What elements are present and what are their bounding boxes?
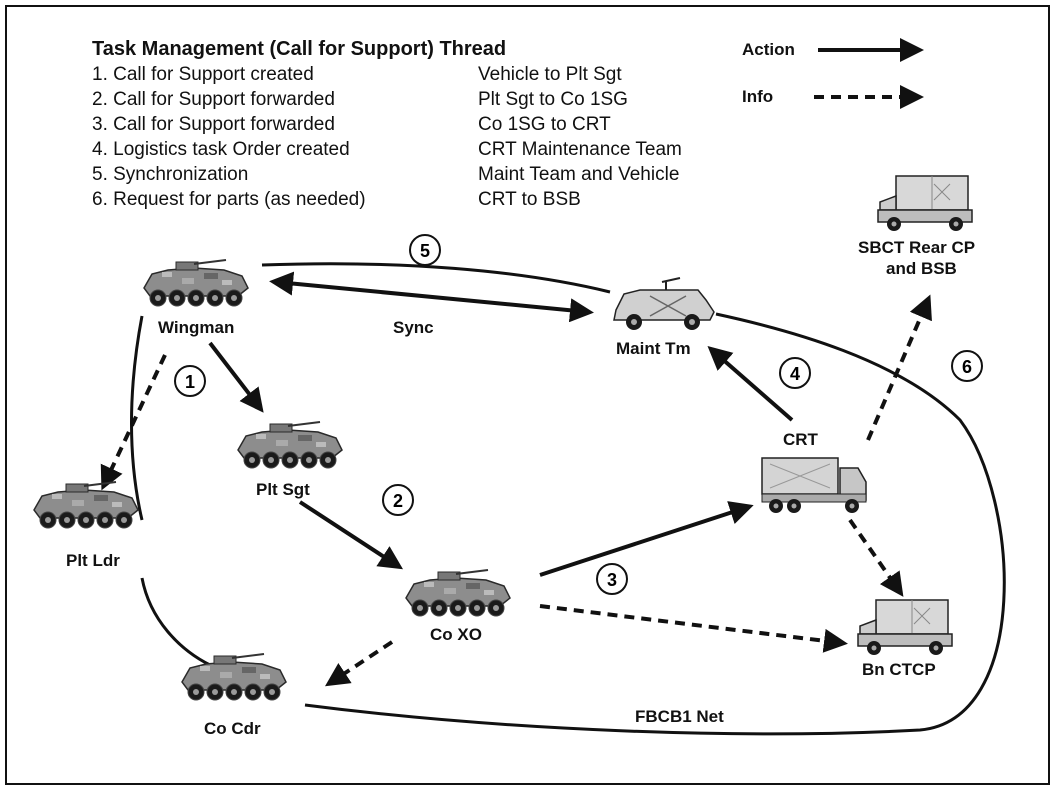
step-3-text: 3. Call for Support forwarded (92, 114, 335, 135)
diagram-canvas: 1 2 3 4 5 6 (33, 38, 1006, 736)
step-5-text: 5. Synchronization (92, 164, 249, 185)
info-arrow-wingman-plt-ldr (100, 354, 167, 491)
step-1-text: 1. Call for Support created (92, 64, 314, 85)
node-label-wingman: Wingman (158, 318, 235, 337)
sync-arrow (269, 271, 594, 323)
sbct-rear-cp-vehicle-icon (877, 175, 973, 232)
action-arrow-plt-sgt-co-xo (298, 500, 404, 570)
node-label-sbct-line1: SBCT Rear CP (858, 238, 976, 257)
svg-text:4: 4 (790, 364, 800, 384)
step-6-route: CRT to BSB (478, 189, 581, 210)
svg-text:2: 2 (393, 491, 403, 511)
node-label-plt-ldr: Plt Ldr (66, 551, 120, 570)
plt-sgt-vehicle-icon (237, 421, 343, 469)
step-4-route: CRT Maintenance Team (478, 139, 682, 160)
node-label-co-xo: Co XO (430, 625, 482, 644)
net-link-plt-ldr-co-cdr (140, 577, 211, 667)
step-marker-1: 1 (174, 365, 206, 397)
svg-text:3: 3 (607, 570, 617, 590)
co-cdr-vehicle-icon (181, 653, 287, 701)
diagram-frame (5, 5, 1050, 785)
info-arrow-co-xo-bn-ctcp (539, 604, 848, 653)
step-marker-2: 2 (382, 484, 414, 516)
maint-tm-vehicle-icon (613, 277, 715, 330)
action-arrow-crt-maint (707, 346, 794, 422)
svg-text:6: 6 (962, 357, 972, 377)
step-marker-4: 4 (779, 357, 811, 389)
diagram-title: Task Management (Call for Support) Threa… (92, 38, 507, 60)
net-link-co-cdr-maint (304, 312, 1006, 736)
net-label: FBCB1 Net (635, 707, 724, 726)
legend-action-label: Action (742, 40, 795, 59)
info-arrow-crt-sbct (866, 294, 932, 441)
node-label-co-cdr: Co Cdr (204, 719, 261, 738)
step-marker-3: 3 (596, 563, 628, 595)
step-3-route: Co 1SG to CRT (478, 114, 611, 135)
node-label-maint-tm: Maint Tm (616, 339, 691, 358)
step-4-text: 4. Logistics task Order created (92, 139, 350, 160)
crt-truck-icon (761, 457, 867, 513)
node-label-plt-sgt: Plt Sgt (256, 480, 310, 499)
step-marker-5: 5 (409, 234, 441, 266)
svg-text:1: 1 (185, 372, 195, 392)
step-2-route: Plt Sgt to Co 1SG (478, 89, 628, 110)
plt-ldr-vehicle-icon (33, 481, 139, 529)
node-label-bn-ctcp: Bn CTCP (862, 660, 936, 679)
net-link-wingman-maint (261, 262, 611, 294)
step-marker-6: 6 (951, 350, 983, 382)
wingman-vehicle-icon (143, 259, 249, 307)
step-6-text: 6. Request for parts (as needed) (92, 189, 366, 210)
legend-info-label: Info (742, 87, 774, 106)
step-1-route: Vehicle to Plt Sgt (478, 64, 622, 85)
sync-label: Sync (393, 318, 434, 337)
info-arrow-crt-bn-ctcp (848, 518, 904, 597)
action-arrow-co-xo-crt (539, 501, 754, 577)
action-arrow-wingman-plt-sgt (208, 341, 264, 413)
step-2-text: 2. Call for Support forwarded (92, 89, 335, 110)
step-5-route: Maint Team and Vehicle (478, 164, 680, 185)
co-xo-vehicle-icon (405, 569, 511, 617)
node-label-sbct-line2: and BSB (886, 259, 957, 278)
svg-text:5: 5 (420, 241, 430, 261)
info-arrow-co-xo-co-cdr (324, 640, 394, 687)
node-label-crt: CRT (783, 430, 818, 449)
bn-ctcp-vehicle-icon (857, 599, 953, 656)
